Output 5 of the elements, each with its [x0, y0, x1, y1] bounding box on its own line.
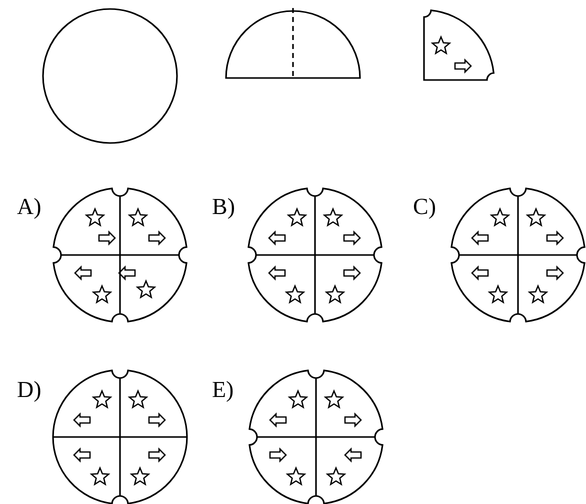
option-label: E) — [212, 378, 234, 401]
option-label: C) — [413, 195, 436, 218]
option-label: D) — [17, 378, 42, 401]
option-label: B) — [212, 195, 235, 218]
option-label: A) — [17, 195, 42, 218]
